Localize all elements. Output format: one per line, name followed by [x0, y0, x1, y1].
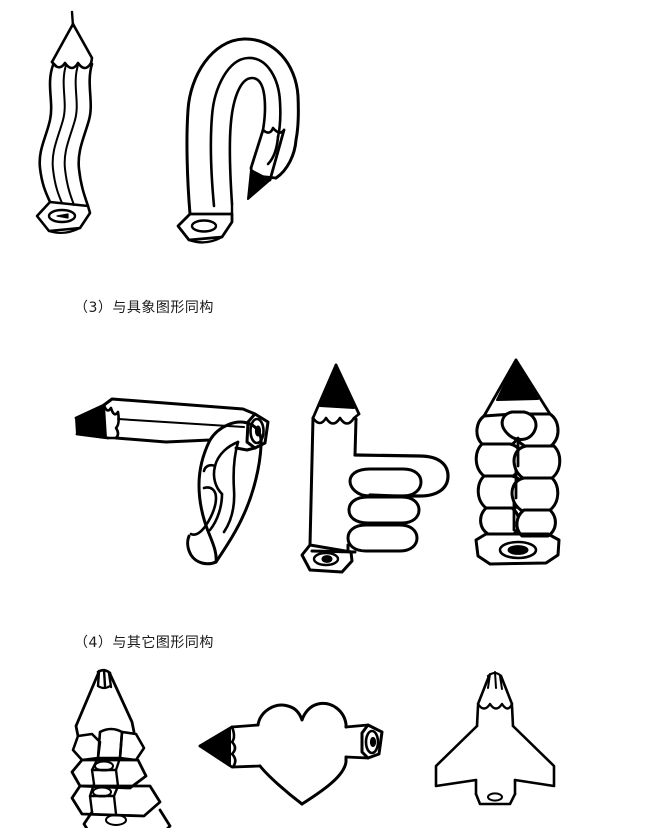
- wavy-pencil-illustration: [28, 10, 128, 235]
- hand-pencil-illustration: [300, 362, 466, 577]
- airplane-pencil-illustration: [428, 668, 568, 806]
- hooked-pencil-illustration: [176, 18, 333, 244]
- caption-section-3: （3）与具象图形同构: [74, 300, 214, 316]
- heart-pencil-illustration: [196, 694, 402, 806]
- segmented-pencil-illustration: [58, 668, 180, 828]
- caption-section-4: （4）与其它图形同构: [74, 635, 214, 651]
- braid-pencil-illustration: [466, 358, 572, 570]
- ear-pencil-illustration: [58, 372, 284, 570]
